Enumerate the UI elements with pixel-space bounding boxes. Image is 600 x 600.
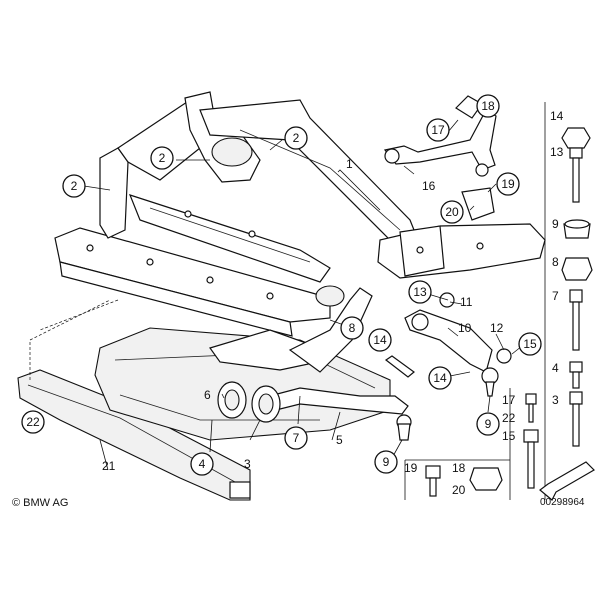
upper-control-arm: [383, 95, 497, 177]
svg-text:7: 7: [552, 289, 559, 303]
svg-text:2: 2: [159, 151, 166, 165]
svg-text:12: 12: [490, 321, 504, 335]
callout-3: 3: [244, 457, 251, 471]
svg-text:15: 15: [523, 337, 537, 351]
callout-8: 8: [340, 316, 364, 340]
callout-9-bottom: 9: [374, 450, 398, 474]
direction-arrow-icon: [539, 461, 595, 501]
svg-text:7: 7: [293, 431, 300, 445]
callout-18: 18: [476, 94, 500, 118]
callout-2-top: 2: [284, 126, 308, 150]
callout-4: 4: [190, 452, 214, 476]
svg-text:8: 8: [349, 321, 356, 335]
svg-text:20: 20: [452, 483, 466, 497]
callout-17: 17: [426, 118, 450, 142]
bolt-icon-4: [569, 391, 583, 405]
svg-text:9: 9: [383, 455, 390, 469]
svg-text:10: 10: [458, 321, 472, 335]
callout-7: 7: [284, 426, 308, 450]
svg-text:20: 20: [445, 205, 459, 219]
svg-text:22: 22: [26, 415, 40, 429]
svg-text:18: 18: [481, 99, 495, 113]
svg-text:9: 9: [552, 217, 559, 231]
callout-22: 22: [21, 410, 45, 434]
svg-text:14: 14: [550, 109, 564, 123]
bolt-icon-2: [569, 289, 583, 303]
callout-14-mid: 14: [368, 328, 392, 352]
svg-text:13: 13: [550, 145, 564, 159]
svg-text:8: 8: [552, 255, 559, 269]
nut-icon: [561, 127, 591, 149]
left-lower-control-arm: [209, 285, 373, 373]
thrust-rod: [261, 387, 412, 441]
copyright-label: © BMW AG: [12, 497, 69, 509]
support-bracket: [461, 187, 495, 221]
svg-text:5: 5: [336, 433, 343, 447]
svg-text:2: 2: [71, 179, 78, 193]
rubber-mounts: [217, 381, 281, 423]
callout-6: 6: [204, 388, 211, 402]
bolt-icon: [569, 147, 583, 159]
svg-text:6: 6: [204, 388, 211, 402]
svg-text:21: 21: [102, 459, 116, 473]
callout-15: 15: [518, 332, 542, 356]
callout-2-left: 2: [150, 146, 174, 170]
callout-16: 16: [422, 179, 436, 193]
svg-text:19: 19: [404, 461, 418, 475]
svg-text:4: 4: [199, 457, 206, 471]
svg-text:3: 3: [244, 457, 251, 471]
callout-21: 21: [102, 459, 116, 473]
callout-13: 13: [408, 280, 432, 304]
svg-text:4: 4: [552, 361, 559, 375]
callout-12: 12: [490, 321, 504, 335]
svg-text:11: 11: [460, 295, 473, 309]
callout-9-right: 9: [476, 412, 500, 436]
svg-text:14: 14: [433, 371, 447, 385]
nut-icon-2: [561, 257, 593, 281]
svg-text:2: 2: [293, 131, 300, 145]
sidebar-labels: 14 13 9 8 7 4 3 17 22 15 19 18 20: [404, 109, 564, 497]
svg-text:17: 17: [431, 123, 445, 137]
right-wishbone: [404, 292, 512, 397]
svg-text:3: 3: [552, 393, 559, 407]
callout-11: 11: [460, 295, 473, 309]
svg-text:18: 18: [452, 461, 466, 475]
callout-5: 5: [336, 433, 343, 447]
bolt-long: [384, 355, 415, 378]
svg-text:13: 13: [413, 285, 427, 299]
svg-text:9: 9: [485, 417, 492, 431]
bolt-icon-6: [523, 429, 539, 443]
bolt-icon-7: [425, 465, 441, 479]
svg-text:1: 1: [346, 157, 353, 171]
document-id-label: 00298964: [540, 497, 585, 508]
callout-19: 19: [496, 172, 520, 196]
svg-text:19: 19: [501, 177, 515, 191]
bolt-icon-5: [525, 393, 537, 405]
svg-text:17: 17: [502, 393, 516, 407]
callout-20: 20: [440, 200, 464, 224]
callout-1: 1: [346, 157, 353, 171]
front-axle-subframe: [54, 91, 546, 337]
svg-text:14: 14: [373, 333, 387, 347]
callout-2-far-left: 2: [62, 174, 86, 198]
callout-10: 10: [458, 321, 472, 335]
callout-14-right: 14: [428, 366, 452, 390]
svg-text:16: 16: [422, 179, 436, 193]
svg-text:22: 22: [502, 411, 516, 425]
bolt-icon-3: [569, 361, 583, 373]
hardware-sidebar: [404, 102, 595, 501]
nut-icon-3: [469, 467, 503, 491]
svg-text:15: 15: [502, 429, 516, 443]
